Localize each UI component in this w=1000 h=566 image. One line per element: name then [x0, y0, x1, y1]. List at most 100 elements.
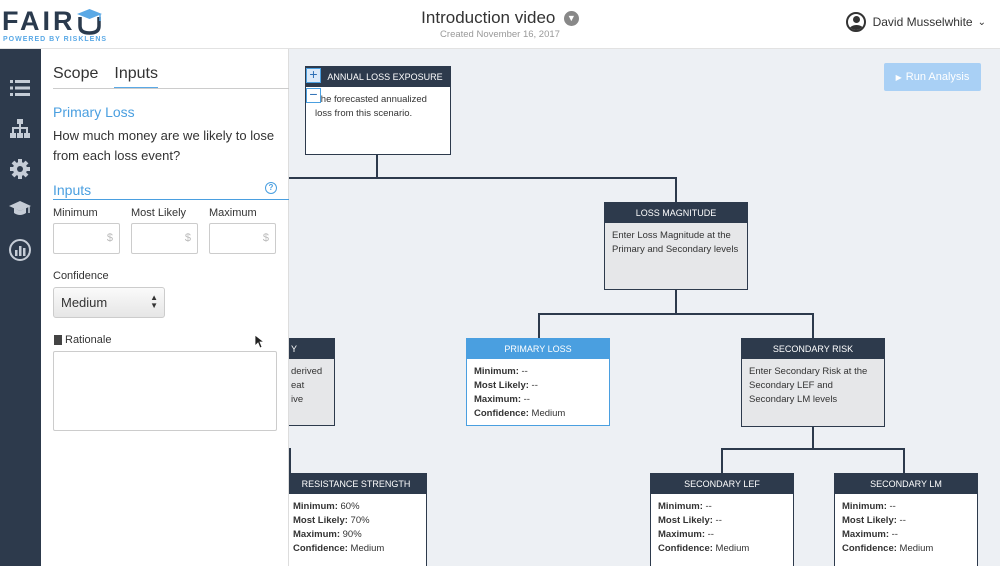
node-secondary-lm[interactable]: SECONDARY LM Minimum: -- Most Likely: --… [834, 473, 978, 566]
most-likely-key: Most Likely: [658, 515, 713, 526]
graduation-cap-icon[interactable] [8, 197, 32, 221]
node-title: SECONDARY LEF [651, 474, 793, 494]
node-primary-loss[interactable]: PRIMARY LOSS Minimum: -- Most Likely: --… [466, 338, 610, 426]
node-values: Minimum: -- Most Likely: -- Maximum: -- … [467, 359, 609, 427]
connector-line [721, 448, 905, 450]
help-icon[interactable]: ? [265, 182, 277, 194]
minimum-key: Minimum: [658, 501, 703, 512]
page-title[interactable]: Introduction video [421, 8, 556, 27]
connector-line [538, 313, 540, 339]
confidence-key: Confidence: [658, 543, 713, 554]
node-title: SECONDARY LM [835, 474, 977, 494]
node-partial-left[interactable]: Y derived eat ive [289, 338, 335, 426]
most-likely-input[interactable]: $ [131, 223, 198, 254]
logo-text: FAIR [2, 6, 76, 36]
maximum-key: Maximum: [842, 529, 889, 540]
minimum-value: 60% [340, 501, 360, 512]
document-icon [54, 335, 62, 345]
hierarchy-icon[interactable] [8, 117, 32, 141]
connector-line [812, 313, 814, 339]
maximum-value: -- [523, 394, 530, 405]
gear-icon[interactable] [8, 157, 32, 181]
confidence-key: Confidence: [842, 543, 897, 554]
maximum-key: Maximum: [293, 529, 340, 540]
node-annual-loss-exposure[interactable]: ANNUAL LOSS EXPOSURE The forecasted annu… [305, 66, 451, 155]
maximum-input[interactable]: $ [209, 223, 276, 254]
tab-inputs[interactable]: Inputs [114, 65, 158, 89]
question-text: How much money are we likely to lose fro… [53, 128, 275, 163]
node-description: The forecasted annualized loss from this… [315, 94, 427, 119]
minimum-label: Minimum [53, 207, 98, 219]
fairu-logo[interactable]: FAIR POWERED BY RISKLENS [2, 4, 112, 46]
node-secondary-lef[interactable]: SECONDARY LEF Minimum: -- Most Likely: -… [650, 473, 794, 566]
rationale-textarea[interactable] [53, 351, 277, 431]
mouse-cursor-icon [254, 334, 266, 354]
tab-scope[interactable]: Scope [53, 65, 99, 82]
confidence-label: Confidence [53, 270, 109, 282]
user-menu[interactable]: David Musselwhite ⌄ [845, 12, 986, 32]
title-dropdown-icon[interactable]: ▼ [563, 11, 579, 26]
node-text-line: eat [291, 380, 305, 391]
chart-icon[interactable] [8, 238, 32, 262]
top-header: FAIR POWERED BY RISKLENS Introduction vi… [0, 0, 1000, 49]
expand-plus-icon[interactable]: + [306, 66, 321, 83]
connector-line [538, 313, 814, 315]
connector-line [289, 448, 291, 474]
maximum-key: Maximum: [658, 529, 705, 540]
node-text-line: derived [291, 366, 323, 377]
chevron-down-icon: ⌄ [977, 16, 986, 28]
title-area: Introduction video ▼ Created November 16… [0, 8, 1000, 40]
logo-subtitle: POWERED BY RISKLENS [3, 36, 108, 43]
confidence-select[interactable]: Medium ▲▼ [53, 287, 165, 318]
node-title: RESISTANCE STRENGTH [289, 474, 426, 494]
maximum-value: -- [707, 529, 714, 540]
confidence-value: Medium [531, 408, 566, 419]
user-name: David Musselwhite [872, 15, 973, 29]
node-title: LOSS MAGNITUDE [605, 203, 747, 223]
node-loss-magnitude[interactable]: LOSS MAGNITUDE Enter Loss Magnitude at t… [604, 202, 748, 290]
panel-tabs: Scope Inputs [53, 65, 174, 89]
tabs-divider [53, 88, 289, 89]
node-values: Minimum: 60% Most Likely: 70% Maximum: 9… [289, 494, 426, 562]
node-description: Enter Secondary Risk at the Secondary LE… [749, 366, 868, 405]
node-title: PRIMARY LOSS [467, 339, 609, 359]
most-likely-key: Most Likely: [842, 515, 897, 526]
confidence-value: Medium [899, 543, 934, 554]
page-subtitle: Created November 16, 2017 [440, 29, 560, 40]
most-likely-value: -- [899, 515, 906, 526]
select-arrows-icon: ▲▼ [150, 293, 158, 310]
avatar-icon [845, 12, 866, 32]
list-icon[interactable] [8, 76, 32, 100]
connector-line [903, 448, 905, 474]
node-resistance-strength[interactable]: RESISTANCE STRENGTH Minimum: 60% Most Li… [289, 473, 427, 566]
currency-symbol: $ [106, 232, 113, 244]
node-text-line: ive [291, 394, 304, 405]
node-secondary-risk[interactable]: SECONDARY RISK Enter Secondary Risk at t… [741, 338, 885, 427]
node-title: ANNUAL LOSS EXPOSURE [306, 67, 450, 87]
maximum-value: 90% [342, 529, 362, 540]
maximum-label: Maximum [209, 207, 257, 219]
minimum-key: Minimum: [842, 501, 887, 512]
minimum-value: -- [521, 366, 528, 377]
inputs-heading: Inputs [53, 182, 92, 198]
run-analysis-button[interactable]: ▶Run Analysis [884, 63, 981, 91]
section-title: Primary Loss [53, 104, 135, 120]
currency-symbol: $ [184, 232, 191, 244]
minimum-input[interactable]: $ [53, 223, 120, 254]
node-title: SECONDARY RISK [742, 339, 884, 359]
play-icon: ▶ [895, 73, 902, 82]
confidence-key: Confidence: [474, 408, 529, 419]
confidence-value: Medium [350, 543, 385, 554]
collapse-minus-icon[interactable]: − [306, 86, 321, 103]
run-analysis-label: Run Analysis [905, 71, 970, 83]
most-likely-value: -- [715, 515, 722, 526]
node-values: Minimum: -- Most Likely: -- Maximum: -- … [651, 494, 793, 562]
connector-line [675, 290, 677, 314]
model-canvas[interactable]: ANNUAL LOSS EXPOSURE The forecasted annu… [289, 49, 1000, 566]
connector-line [812, 427, 814, 449]
most-likely-key: Most Likely: [474, 380, 529, 391]
most-likely-value: 70% [350, 515, 370, 526]
minimum-key: Minimum: [293, 501, 338, 512]
logo-graduation-u-icon [77, 9, 102, 35]
connector-line [675, 177, 677, 203]
